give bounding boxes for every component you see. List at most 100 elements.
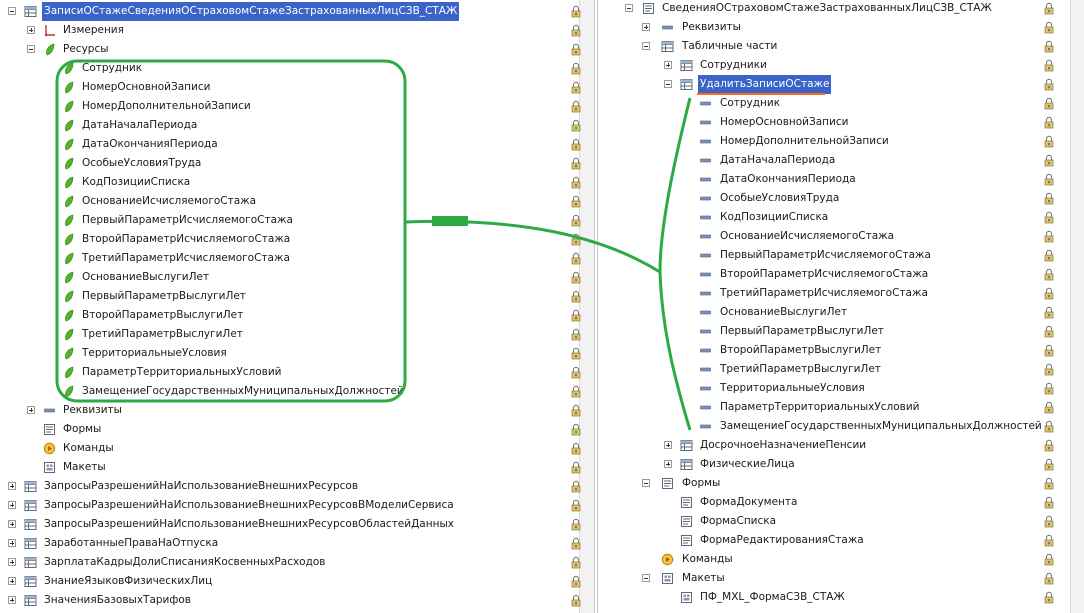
tree-item-section-field[interactable]: ОсобыеУсловияТруда bbox=[598, 189, 1068, 208]
tree-item-selected-section[interactable]: УдалитьЗаписиОСтаже bbox=[598, 75, 1068, 94]
tree-item-label: ЗапросыРазрешенийНаИспользованиеВнешнихР… bbox=[44, 518, 454, 530]
tree-item-label: КодПозицииСписка bbox=[720, 211, 829, 223]
tree-item-section-field[interactable]: Сотрудник bbox=[598, 94, 1068, 113]
tree-item-resource[interactable]: ВторойПараметрИсчисляемогоСтажа bbox=[0, 230, 581, 249]
left-scrollbar[interactable] bbox=[579, 0, 594, 613]
tree-item-templates[interactable]: Макеты bbox=[598, 569, 1068, 588]
tree-item-resource[interactable]: ДатаНачалаПериода bbox=[0, 116, 581, 135]
tree-item-section-field[interactable]: ПараметрТерриториальныхУсловий bbox=[598, 398, 1068, 417]
tree-item-register[interactable]: ЗначенияБазовыхТарифов bbox=[0, 591, 581, 610]
tree-item-label: ЗарплатаКадрыДолиСписанияКосвенныхРасход… bbox=[44, 556, 326, 568]
tree-item-form[interactable]: ФормаДокумента bbox=[598, 493, 1068, 512]
tree-item-early-pension[interactable]: ДосрочноеНазначениеПенсии bbox=[598, 436, 1068, 455]
tree-item-register[interactable]: ЗапросыРазрешенийНаИспользованиеВнешнихР… bbox=[0, 496, 581, 515]
tree-item-root-register[interactable]: ЗаписиОСтажеСведенияОСтраховомСтажеЗастр… bbox=[0, 2, 581, 21]
tree-item-section-field[interactable]: НомерДополнительнойЗаписи bbox=[598, 132, 1068, 151]
tree-item-label: ЗамещениеГосударственныхМуниципальныхДол… bbox=[720, 420, 1042, 432]
tree-item-section-field[interactable]: ПервыйПараметрИсчисляемогоСтажа bbox=[598, 246, 1068, 265]
tree-item-label: ФормаСписка bbox=[700, 515, 777, 527]
tree-item-resource[interactable]: ТерриториальныеУсловия bbox=[0, 344, 581, 363]
tree-item-resource[interactable]: ТретийПараметрВыслугиЛет bbox=[0, 325, 581, 344]
tree-item-resource[interactable]: ЗамещениеГосударственныхМуниципальныхДол… bbox=[0, 382, 581, 401]
collapse-toggle[interactable] bbox=[27, 45, 35, 53]
tree-item-commands[interactable]: Команды bbox=[0, 439, 581, 458]
tree-item-resources[interactable]: Ресурсы bbox=[0, 40, 581, 59]
tree-item-individuals[interactable]: ФизическиеЛица bbox=[598, 455, 1068, 474]
collapse-toggle[interactable] bbox=[8, 7, 16, 15]
tree-item-resource[interactable]: ВторойПараметрВыслугиЛет bbox=[0, 306, 581, 325]
expand-toggle[interactable] bbox=[27, 406, 35, 414]
tree-item-register[interactable]: ЗарплатаКадрыДолиСписанияКосвенныхРасход… bbox=[0, 553, 581, 572]
tree-item-resource[interactable]: ПервыйПараметрИсчисляемогоСтажа bbox=[0, 211, 581, 230]
tree-item-dimensions[interactable]: Измерения bbox=[0, 21, 581, 40]
tree-item-section-field[interactable]: ТерриториальныеУсловия bbox=[598, 379, 1068, 398]
tree-item-forms[interactable]: Формы bbox=[598, 474, 1068, 493]
lock-icon bbox=[571, 138, 581, 151]
tree-item-commands[interactable]: Команды bbox=[598, 550, 1068, 569]
lock-icon bbox=[571, 328, 581, 341]
tree-item-templates[interactable]: Макеты bbox=[0, 458, 581, 477]
collapse-toggle[interactable] bbox=[642, 42, 650, 50]
tree-item-form[interactable]: ФормаСписка bbox=[598, 512, 1068, 531]
tree-item-section-field[interactable]: ВторойПараметрИсчисляемогоСтажа bbox=[598, 265, 1068, 284]
expand-toggle[interactable] bbox=[664, 460, 672, 468]
lock-icon bbox=[1044, 553, 1054, 566]
tree-item-resource[interactable]: ОсобыеУсловияТруда bbox=[0, 154, 581, 173]
resource-leaf-icon bbox=[65, 119, 74, 132]
expand-toggle[interactable] bbox=[664, 61, 672, 69]
expand-toggle[interactable] bbox=[642, 23, 650, 31]
tree-item-section-field[interactable]: ОснованиеВыслугиЛет bbox=[598, 303, 1068, 322]
tree-item-resource[interactable]: ПервыйПараметрВыслугиЛет bbox=[0, 287, 581, 306]
tree-item-section-field[interactable]: ПервыйПараметрВыслугиЛет bbox=[598, 322, 1068, 341]
tree-item-resource[interactable]: ТретийПараметрИсчисляемогоСтажа bbox=[0, 249, 581, 268]
resource-leaf-icon bbox=[65, 366, 74, 379]
tree-item-resource[interactable]: ПараметрТерриториальныхУсловий bbox=[0, 363, 581, 382]
tree-item-resource[interactable]: НомерДополнительнойЗаписи bbox=[0, 97, 581, 116]
tree-item-resource[interactable]: НомерОсновнойЗаписи bbox=[0, 78, 581, 97]
tree-item-attributes[interactable]: Реквизиты bbox=[598, 18, 1068, 37]
tree-item-section-field[interactable]: ТретийПараметрВыслугиЛет bbox=[598, 360, 1068, 379]
expand-toggle[interactable] bbox=[8, 577, 16, 585]
tree-item-section-field[interactable]: КодПозицииСписка bbox=[598, 208, 1068, 227]
tree-item-template[interactable]: ПФ_MXL_ФормаСЗВ_СТАЖ bbox=[598, 588, 1068, 607]
expand-toggle[interactable] bbox=[8, 520, 16, 528]
tree-item-resource[interactable]: ДатаОкончанияПериода bbox=[0, 135, 581, 154]
right-scrollbar[interactable] bbox=[1070, 0, 1084, 613]
tree-item-resource[interactable]: Сотрудник bbox=[0, 59, 581, 78]
tree-item-resource[interactable]: КодПозицииСписка bbox=[0, 173, 581, 192]
attribute-dash-icon bbox=[662, 25, 673, 30]
tree-item-resource[interactable]: ОснованиеИсчисляемогоСтажа bbox=[0, 192, 581, 211]
expand-toggle[interactable] bbox=[27, 26, 35, 34]
tree-item-root-document[interactable]: СведенияОСтраховомСтажеЗастрахованныхЛиц… bbox=[598, 0, 1068, 18]
tree-item-register[interactable]: ЗнаниеЯзыковФизическихЛиц bbox=[0, 572, 581, 591]
resource-leaf-icon bbox=[65, 328, 74, 341]
tree-item-resource[interactable]: ОснованиеВыслугиЛет bbox=[0, 268, 581, 287]
expand-toggle[interactable] bbox=[8, 501, 16, 509]
tree-item-register[interactable]: ЗапросыРазрешенийНаИспользованиеВнешнихР… bbox=[0, 515, 581, 534]
tree-item-section-field[interactable]: ЗамещениеГосударственныхМуниципальныхДол… bbox=[598, 417, 1068, 436]
lock-icon bbox=[571, 271, 581, 284]
table-icon bbox=[24, 500, 37, 511]
expand-toggle[interactable] bbox=[8, 558, 16, 566]
expand-toggle[interactable] bbox=[8, 482, 16, 490]
expand-toggle[interactable] bbox=[8, 539, 16, 547]
tree-item-section-field[interactable]: ВторойПараметрВыслугиЛет bbox=[598, 341, 1068, 360]
tree-item-employees-section[interactable]: Сотрудники bbox=[598, 56, 1068, 75]
tree-item-section-field[interactable]: ДатаОкончанияПериода bbox=[598, 170, 1068, 189]
tree-item-section-field[interactable]: ТретийПараметрИсчисляемогоСтажа bbox=[598, 284, 1068, 303]
tree-item-forms[interactable]: Формы bbox=[0, 420, 581, 439]
collapse-toggle[interactable] bbox=[664, 80, 672, 88]
tree-item-tabular-sections[interactable]: Табличные части bbox=[598, 37, 1068, 56]
tree-item-section-field[interactable]: НомерОсновнойЗаписи bbox=[598, 113, 1068, 132]
collapse-toggle[interactable] bbox=[642, 479, 650, 487]
tree-item-attributes[interactable]: Реквизиты bbox=[0, 401, 581, 420]
tree-item-section-field[interactable]: ДатаНачалаПериода bbox=[598, 151, 1068, 170]
tree-item-form[interactable]: ФормаРедактированияСтажа bbox=[598, 531, 1068, 550]
expand-toggle[interactable] bbox=[8, 596, 16, 604]
collapse-toggle[interactable] bbox=[642, 574, 650, 582]
tree-item-register[interactable]: ЗаработанныеПраваНаОтпуска bbox=[0, 534, 581, 553]
tree-item-register[interactable]: ЗапросыРазрешенийНаИспользованиеВнешнихР… bbox=[0, 477, 581, 496]
tree-item-section-field[interactable]: ОснованиеИсчисляемогоСтажа bbox=[598, 227, 1068, 246]
collapse-toggle[interactable] bbox=[625, 4, 633, 12]
expand-toggle[interactable] bbox=[664, 441, 672, 449]
